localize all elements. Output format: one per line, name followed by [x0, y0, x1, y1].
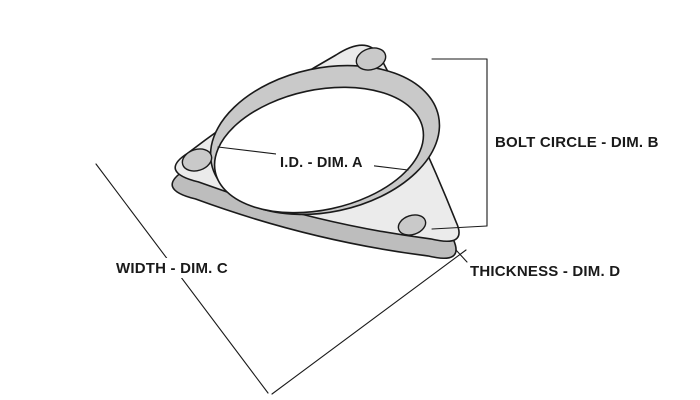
bore-opening — [213, 86, 425, 214]
bolt-circle-label: BOLT CIRCLE - DIM. B — [495, 134, 659, 151]
width-label: WIDTH - DIM. C — [116, 260, 228, 277]
id-label: I.D. - DIM. A — [280, 155, 363, 171]
id-label-background — [276, 153, 374, 171]
width-extension-line-right — [271, 249, 467, 395]
thickness-label: THICKNESS - DIM. D — [470, 263, 620, 280]
width-label-background — [112, 258, 237, 278]
width-extension-line-left — [95, 163, 269, 394]
thickness-leader-line — [455, 249, 468, 263]
bolt-circle-bracket-bottom-tick — [431, 225, 488, 230]
bolt-circle-bracket — [431, 58, 488, 230]
bolt-hole-bottom-right — [397, 214, 427, 236]
bolt-hole-left — [181, 148, 213, 172]
bolt-hole-top — [355, 47, 387, 71]
